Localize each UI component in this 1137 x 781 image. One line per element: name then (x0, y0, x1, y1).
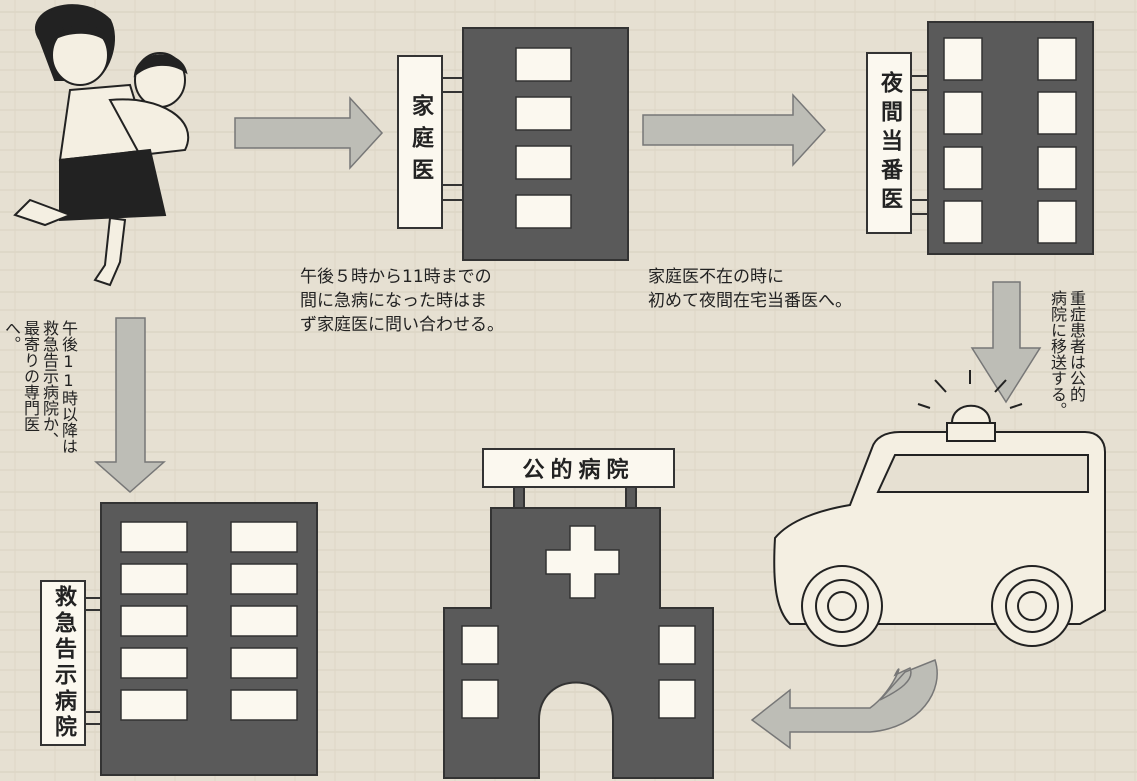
serious-patient-note: 重症患者は公的 病院に移送する。 (1048, 290, 1086, 418)
mother-with-child-illustration (13, 4, 190, 287)
public-hospital-sign: 公的病院 (482, 448, 675, 488)
arrow-to-family-doctor (234, 96, 384, 170)
night-doctor-building (909, 21, 1094, 255)
arrow-to-ambulance (970, 281, 1042, 404)
family-doctor-building (441, 27, 629, 261)
family-doctor-absent-note: 家庭医不在の時に 初めて夜間在宅当番医へ。 (648, 267, 852, 311)
emergency-hospital-building (82, 502, 318, 776)
family-doctor-label: 家庭医 (397, 55, 443, 229)
ambulance-illustration (773, 370, 1106, 647)
emergency-hospital-label: 救急告示病院 (40, 580, 86, 746)
flow-arrows (94, 93, 1042, 750)
night-doctor-label: 夜間当番医 (866, 52, 912, 234)
late-night-note: 午後11時以降は 救急告示病院か、 最寄りの専門医 へ。 (2, 320, 78, 454)
cross-icon (545, 525, 620, 599)
arrow-to-night-doctor (642, 93, 827, 167)
evening-instruction-note: 午後５時から11時までの 間に急病になった時はま ず家庭医に問い合わせる。 (300, 267, 504, 335)
arrow-to-public-hospital (750, 659, 938, 750)
public-hospital-building (443, 481, 714, 779)
arrow-to-emergency-hospital (94, 317, 166, 494)
